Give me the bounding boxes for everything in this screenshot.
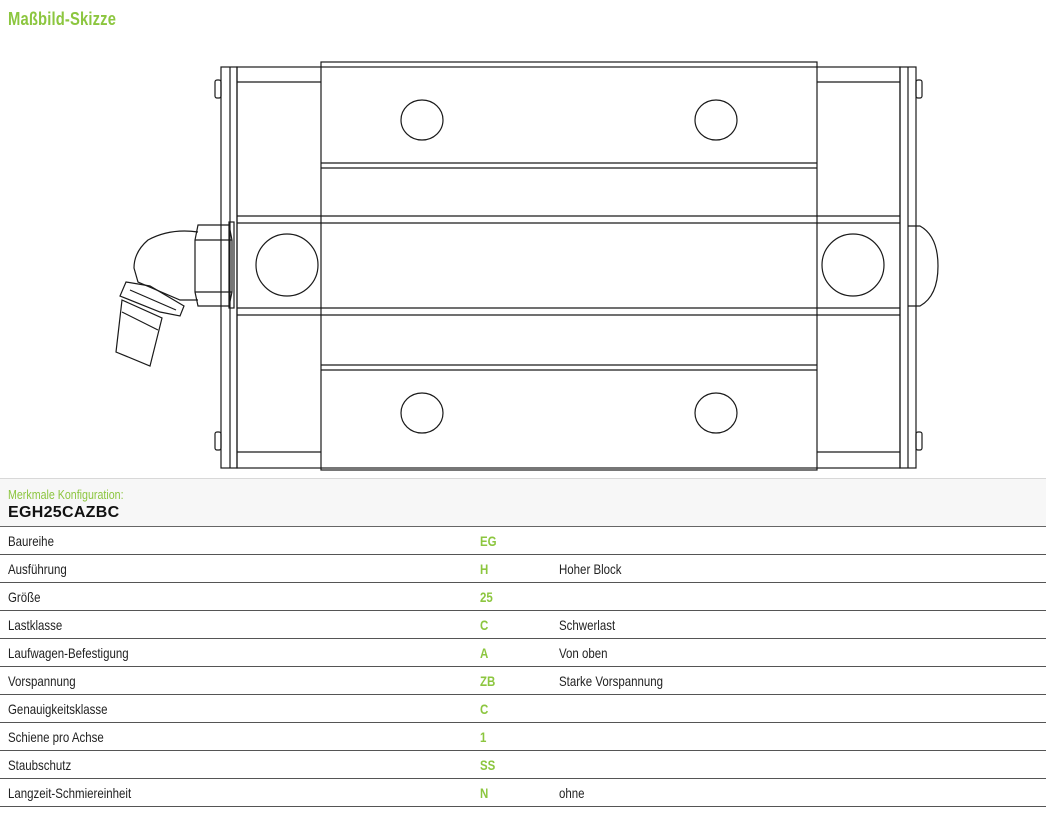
row-name: Schiene pro Achse [8, 729, 104, 745]
table-row: Langzeit-Schmiereinheit N ohne [0, 779, 1046, 807]
table-row: Genauigkeitsklasse C [0, 695, 1046, 723]
row-desc: Von oben [559, 645, 608, 661]
table-row: Baureihe EG [0, 527, 1046, 555]
row-code: ZB [480, 673, 496, 689]
row-name: Langzeit-Schmiereinheit [8, 785, 132, 801]
right-end-cap [817, 66, 923, 469]
config-label: Merkmale Konfiguration: [8, 487, 124, 502]
row-desc: Hoher Block [559, 561, 622, 577]
table-row: Größe 25 [0, 583, 1046, 611]
row-desc: Schwerlast [559, 617, 616, 633]
config-header: Merkmale Konfiguration: EGH25CAZBC [0, 478, 1046, 527]
row-desc: Starke Vorspannung [559, 673, 664, 689]
row-desc: ohne [559, 785, 585, 801]
end-seal [908, 225, 939, 307]
row-name: Vorspannung [8, 673, 76, 689]
grease-nipple-icon [115, 221, 235, 367]
table-row: Schiene pro Achse 1 [0, 723, 1046, 751]
row-name: Laufwagen-Befestigung [8, 645, 129, 661]
config-code: EGH25CAZBC [8, 504, 120, 521]
row-code: N [480, 785, 489, 801]
row-code: 1 [480, 729, 487, 745]
row-code: C [480, 701, 489, 717]
block-body [236, 61, 901, 471]
row-name: Staubschutz [8, 757, 72, 773]
config-table: Baureihe EG Ausführung H Hoher Block Grö… [0, 526, 1046, 807]
row-code: H [480, 561, 489, 577]
dimension-sketch [115, 61, 939, 471]
row-name: Baureihe [8, 533, 54, 549]
table-row: Laufwagen-Befestigung A Von oben [0, 639, 1046, 667]
row-code: EG [480, 533, 497, 549]
row-name: Ausführung [8, 561, 67, 577]
table-row: Staubschutz SS [0, 751, 1046, 779]
row-code: 25 [480, 589, 493, 605]
row-name: Lastklasse [8, 617, 63, 633]
row-code: A [480, 645, 489, 661]
row-code: SS [480, 757, 496, 773]
row-code: C [480, 617, 489, 633]
page-title: Maßbild-Skizze [8, 9, 117, 29]
table-row: Ausführung H Hoher Block [0, 555, 1046, 583]
left-end-cap [214, 66, 321, 469]
table-row: Vorspannung ZB Starke Vorspannung [0, 667, 1046, 695]
table-row: Lastklasse C Schwerlast [0, 611, 1046, 639]
row-name: Genauigkeitsklasse [8, 701, 108, 717]
row-name: Größe [8, 589, 41, 605]
mounting-holes [255, 99, 885, 434]
